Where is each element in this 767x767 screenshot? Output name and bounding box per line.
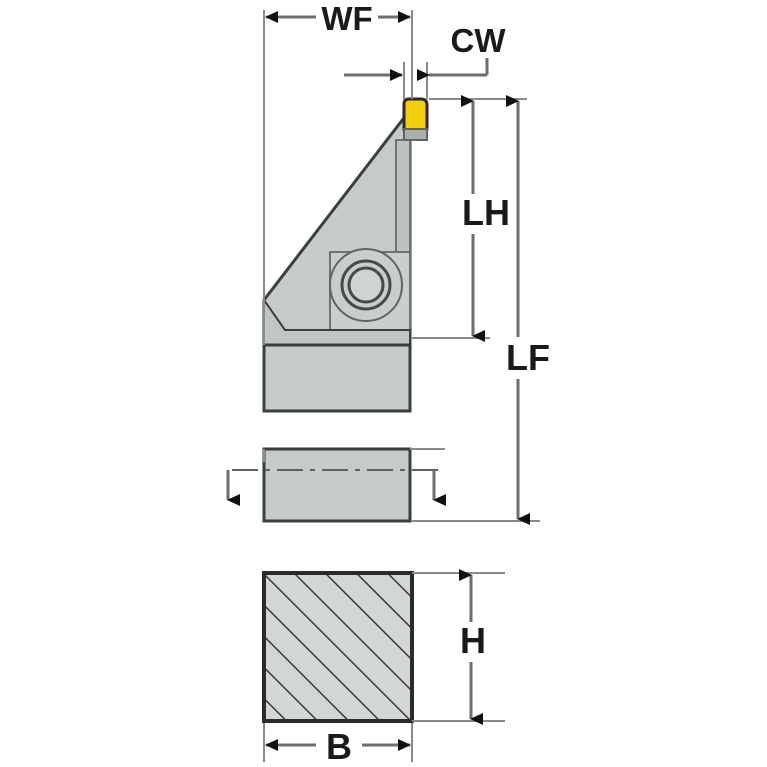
insert-shim-seat [403,128,428,141]
lf-label: LF [506,337,550,378]
shank-cross-section [262,571,414,723]
dimension-LF: LF [412,95,561,525]
lh-label: LH [462,192,510,233]
shank-front [262,343,412,413]
shank-side-rect [262,447,412,523]
h-label: H [460,620,486,661]
dimension-B: B [263,723,413,767]
section-view [262,571,414,723]
wf-label-backdrop [316,2,378,34]
dimension-WF: WF [263,0,413,345]
dimension-CW: CW [344,22,506,99]
b-label: B [326,726,352,767]
b-label-backdrop [316,728,362,766]
side-view-leaders [226,448,446,506]
clamp-rib [395,139,411,253]
lf-label-backdrop [495,337,561,379]
dimension-H: H [412,569,505,725]
h-label-backdrop [450,622,494,662]
wf-label: WF [321,0,372,37]
side-view [232,447,445,523]
cw-label: CW [451,22,507,59]
clamp-screw-socket-circle [347,266,385,304]
